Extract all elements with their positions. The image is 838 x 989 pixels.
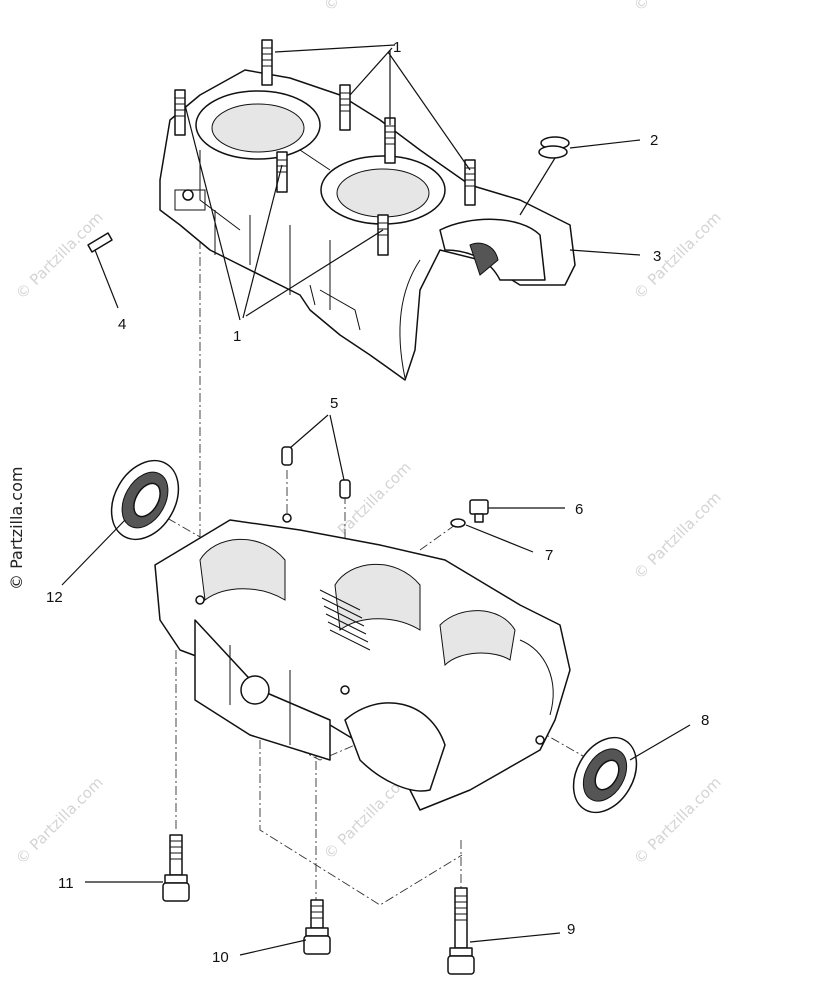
watermark: © Partzilla.com (12, 208, 107, 303)
callout-6: 6 (575, 501, 583, 518)
callout-3: 3 (653, 248, 661, 265)
watermark: © Partzilla.com (630, 488, 725, 583)
stud (377, 214, 389, 256)
oil-seal-left (110, 459, 180, 541)
callout-11: 11 (58, 875, 74, 892)
cylinder-studs (174, 39, 476, 256)
watermark: © Partzilla.com (12, 773, 107, 868)
watermark: © Partzilla.com (630, 208, 725, 303)
stud (339, 84, 351, 131)
callout-2: 2 (650, 132, 658, 149)
dowel-pin (87, 232, 113, 253)
callout-4: 4 (118, 316, 126, 333)
callout-5: 5 (330, 395, 338, 412)
callout-12: 12 (46, 589, 63, 606)
stud (276, 151, 288, 193)
callout-7: 7 (545, 547, 553, 564)
callout-10: 10 (212, 949, 229, 966)
watermark: © Partzilla.com (7, 467, 26, 590)
lower-crankcase (154, 513, 571, 811)
crankcase-bolt-long (447, 887, 475, 975)
stud (261, 39, 273, 86)
callout-9: 9 (567, 921, 575, 938)
drain-bolt (469, 499, 489, 523)
watermark: © Partzilla.com (320, 0, 415, 15)
locating-clip (538, 136, 570, 159)
stud (174, 89, 186, 136)
callout-1-top: 1 (393, 39, 401, 56)
callouts: 1 1 2 3 4 5 6 7 8 9 10 11 12 (46, 39, 709, 966)
callout-1-bottom: 1 (233, 328, 241, 345)
sealing-washer (450, 518, 466, 528)
watermark: © Partzilla.com (630, 0, 725, 15)
leader-lines (61, 44, 691, 956)
crankcase-bolt-short (303, 899, 331, 955)
crankcase-bolt-medium (162, 834, 190, 902)
watermark: © Partzilla.com (630, 773, 725, 868)
upper-crankcase (159, 69, 576, 381)
lower-dowel-pins (281, 446, 351, 499)
callout-8: 8 (701, 712, 709, 729)
oil-seal-right (572, 736, 638, 814)
stud (464, 159, 476, 206)
